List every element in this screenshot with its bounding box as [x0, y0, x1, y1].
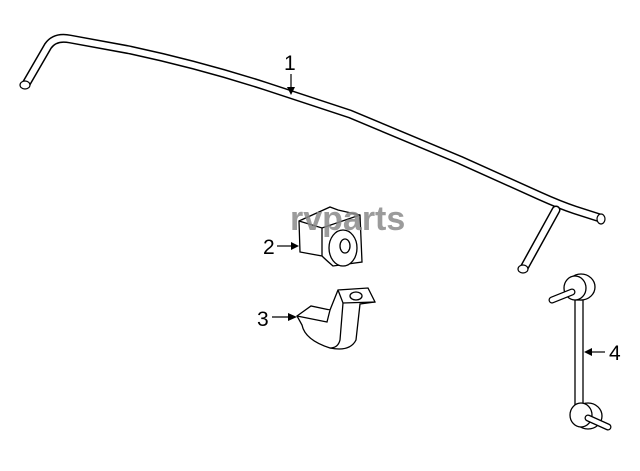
callout-1: 1 — [284, 52, 296, 95]
bushing — [298, 206, 363, 267]
arrow-icon — [584, 348, 592, 356]
callout-2: 2 — [263, 236, 299, 259]
bracket — [296, 287, 376, 350]
callout-number: 4 — [609, 342, 621, 365]
arrow-icon — [291, 242, 299, 250]
callout-number: 2 — [263, 236, 275, 259]
callout-number: 1 — [284, 52, 296, 75]
watermark: rvparts — [290, 200, 405, 238]
link — [548, 273, 612, 431]
callout-3: 3 — [257, 308, 297, 331]
arrow-icon — [287, 87, 295, 95]
stabilizer-bar — [19, 33, 606, 274]
callout-4: 4 — [584, 342, 621, 365]
callout-number: 3 — [257, 308, 269, 331]
arrow-icon — [288, 313, 297, 321]
